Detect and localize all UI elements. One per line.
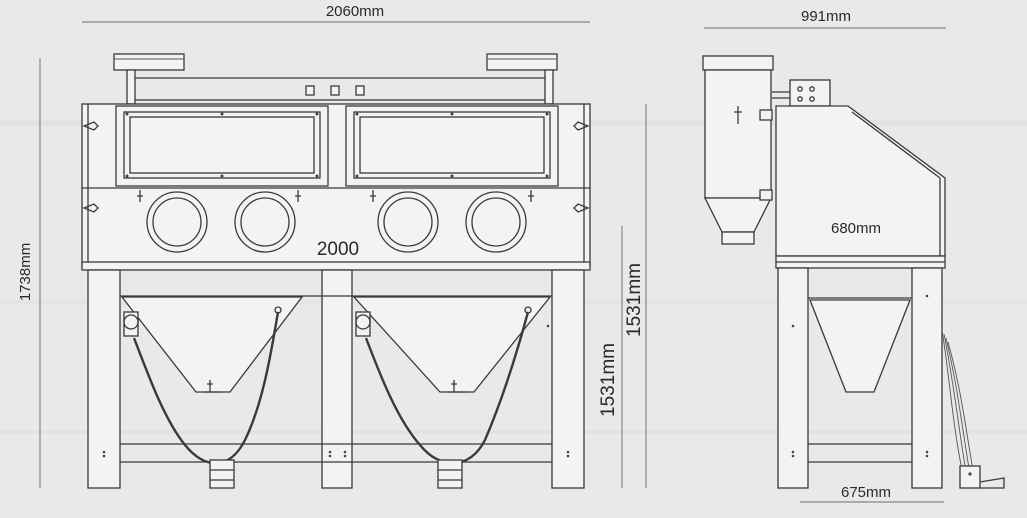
stand-frame [87, 269, 585, 489]
base-depth-dimension: 675mm [800, 484, 944, 503]
height-dimension-middle: 1531mm [624, 104, 647, 488]
overall-width-label: 2060mm [326, 3, 384, 20]
dust-collector [702, 55, 774, 245]
overall-height-dimension: 1738mm [17, 58, 41, 488]
side-view: 991mm 680mm [702, 8, 1005, 503]
height-lower-label: 1531mm [598, 343, 619, 417]
control-box [772, 79, 831, 107]
overall-height-label: 1738mm [17, 243, 34, 301]
height-middle-label: 1531mm [624, 263, 645, 337]
overall-width-dimension: 2060mm [82, 3, 590, 23]
glove-ports [146, 191, 527, 253]
base-depth-label: 675mm [841, 484, 891, 501]
hoppers [120, 296, 552, 393]
side-latches [82, 121, 590, 213]
viewing-windows [115, 105, 559, 187]
side-width-label: 991mm [801, 8, 851, 25]
foot-pedal [959, 465, 1005, 489]
top-brackets [113, 53, 558, 105]
side-depth-label: 680mm [831, 220, 881, 237]
side-cables [941, 329, 975, 477]
cabinet-width-label: 2000 [317, 239, 359, 260]
bottom-traps [209, 459, 463, 489]
side-width-dimension: 991mm [704, 8, 946, 29]
blast-guns [123, 306, 532, 337]
side-stand [777, 267, 943, 489]
height-dimension-lower: 1531mm [598, 226, 623, 488]
cabinet-side-profile: 680mm [775, 105, 946, 269]
front-view: 2060mm 1738mm [17, 3, 647, 489]
